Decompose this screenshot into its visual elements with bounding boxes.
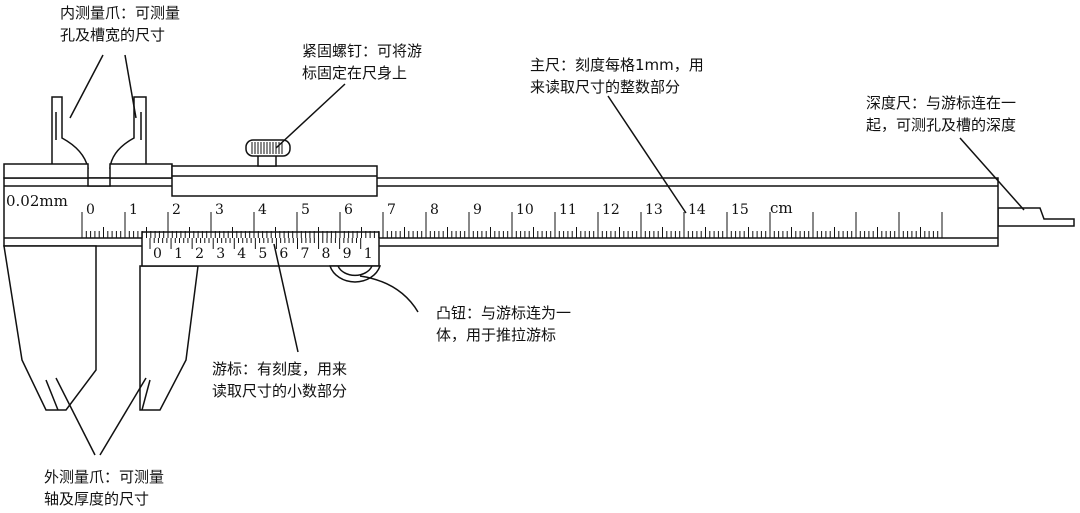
label-lock-screw: 紧固螺钉：可将游标固定在尺身上	[302, 42, 423, 82]
main-scale-number: 6	[344, 202, 353, 218]
fixed-head	[3, 163, 173, 187]
vernier-scale-number: 4	[237, 246, 246, 262]
main-scale-number: 1	[129, 202, 138, 218]
vernier-scale-number: 0	[153, 246, 162, 262]
vernier-scale-number: 8	[322, 246, 331, 262]
main-scale-number: 3	[215, 202, 224, 218]
outer-jaw-edge	[141, 379, 151, 411]
main-scale-number: 12	[602, 202, 620, 218]
main-scale-unit: cm	[770, 199, 793, 217]
vernier-scale-number: 5	[258, 246, 267, 262]
slider-top-plate	[171, 165, 378, 197]
thumb-knob	[328, 265, 382, 283]
vernier-scale-number: 1	[364, 246, 373, 262]
label-outer-jaw: 外测量爪：可测量轴及厚度的尺寸	[44, 468, 165, 508]
outer-jaw-movable	[139, 265, 199, 411]
outer-jaw-fixed	[3, 245, 97, 411]
main-scale-number: 8	[430, 202, 439, 218]
label-inner-jaw: 内测量爪：可测量孔及槽宽的尺寸	[60, 4, 181, 44]
leader-lines	[55, 54, 1025, 456]
label-main-scale: 主尺：刻度每格1mm，用来读取尺寸的整数部分	[530, 56, 704, 96]
lock-screw	[245, 139, 291, 167]
main-scale-ticks	[81, 212, 943, 238]
vernier-scale-number: 6	[279, 246, 288, 262]
outer-jaw-edge	[45, 379, 59, 411]
precision-label: 0.02mm	[6, 192, 68, 210]
main-scale-number: 4	[258, 202, 267, 218]
label-vernier: 游标：有刻度，用来读取尺寸的小数部分	[212, 360, 348, 400]
vernier-scale-number: 1	[174, 246, 183, 262]
main-scale-number: 13	[645, 202, 663, 218]
vernier-scale-ticks	[149, 238, 362, 249]
main-scale-number: 14	[688, 202, 706, 218]
depth-rod	[997, 207, 1075, 227]
main-scale-number: 9	[473, 202, 482, 218]
vernier-scale-number: 9	[343, 246, 352, 262]
main-scale-number: 2	[172, 202, 181, 218]
label-depth-rod: 深度尺：与游标连在一起，可测孔及槽的深度	[866, 94, 1017, 134]
vernier-scale-number: 7	[300, 246, 309, 262]
main-scale-number: 5	[301, 202, 310, 218]
main-scale-number: 0	[86, 202, 95, 218]
main-scale-number: 7	[387, 202, 396, 218]
vernier-scale-number: 3	[216, 246, 225, 262]
main-scale-number: 15	[731, 202, 749, 218]
main-scale-number: 11	[559, 202, 577, 218]
main-scale-number: 10	[516, 202, 534, 218]
vernier-scale-number: 2	[195, 246, 204, 262]
inner-jaw-fixed	[51, 96, 89, 169]
label-thumb-knob: 凸钮：与游标连为一体，用于推拉游标	[436, 304, 572, 344]
